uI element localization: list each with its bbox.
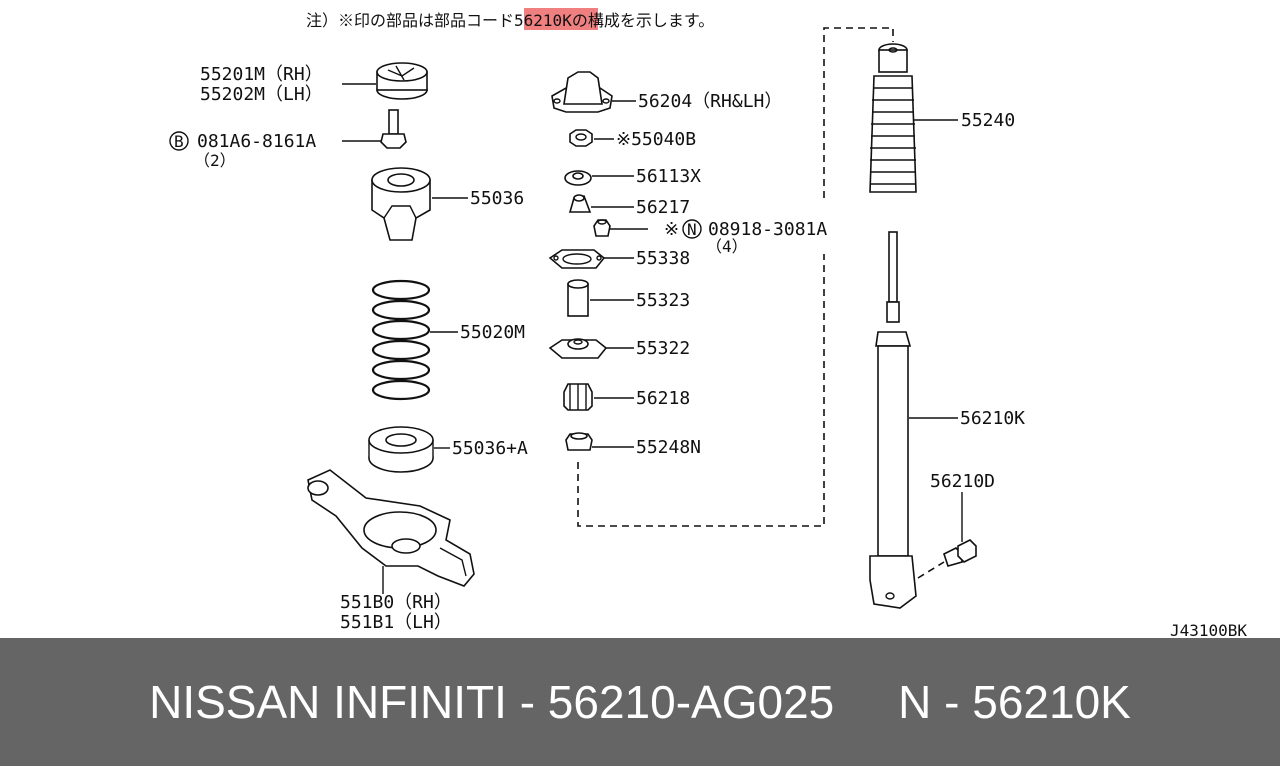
label-551b0: 551B0（RH） [340, 592, 452, 613]
label-56217: 56217 [636, 197, 690, 218]
note-text: 注）※印の部品は部品コード56210Kの構成を示します。 [306, 11, 714, 30]
dust-boot-part [869, 43, 917, 193]
label-55322: 55322 [636, 338, 690, 359]
bushing-56217-part [568, 194, 592, 213]
parts-diagram: 注）※印の部品は部品コード56210Kの構成を示します。 55201M（RH） … [169, 8, 1247, 640]
washer-56113x-part [564, 170, 592, 186]
lower-link-part [307, 469, 475, 587]
bolt-part [380, 109, 407, 149]
footer-part-number: NISSAN INFINITI - 56210-AG025 N - 56210K [149, 676, 1131, 728]
spring-seat-upper-part [371, 167, 431, 241]
note-highlight [524, 8, 598, 30]
bumper-55248n-part [565, 432, 593, 451]
label-55020m: 55020M [460, 322, 525, 343]
upper-mount-part [376, 62, 428, 100]
label-55248n: 55248N [636, 437, 701, 458]
label-55202m: 55202M（LH） [200, 84, 323, 105]
mount-plate-55322-part [548, 338, 608, 359]
nut-55040b-part [569, 129, 593, 147]
nut-08918-part [593, 219, 611, 237]
label-55036: 55036 [470, 188, 524, 209]
coil-spring-part [371, 279, 431, 401]
strut-mount-part [551, 71, 613, 113]
label-55323: 55323 [636, 290, 690, 311]
bushing-56218-part [563, 383, 593, 411]
kit-bracket-lower [577, 254, 825, 527]
label-55338: 55338 [636, 248, 690, 269]
gasket-55338-part [548, 249, 606, 269]
label-081a6: 081A6-8161A [197, 131, 316, 152]
label-55240: 55240 [961, 110, 1015, 131]
n-circle-icon [682, 219, 702, 239]
label-551b1: 551B1（LH） [340, 612, 452, 633]
footer-bar: NISSAN INFINITI - 56210-AG025 N - 56210K [0, 638, 1280, 766]
label-56113x: 56113X [636, 166, 701, 187]
label-081a6-qty: （2） [194, 151, 236, 170]
label-08918-prefix: N [687, 220, 697, 239]
label-56210k: 56210K [960, 408, 1025, 429]
sleeve-55323-part [567, 279, 589, 317]
label-56204: 56204（RH&LH） [638, 91, 782, 112]
b-circle-icon [169, 131, 189, 151]
kit-bracket-upper [823, 27, 894, 198]
spring-seat-lower-part [368, 426, 434, 473]
label-56210d: 56210D [930, 471, 995, 492]
label-081a6-prefix: B [174, 132, 184, 151]
label-56218: 56218 [636, 388, 690, 409]
label-08918-mark: ※ [664, 219, 679, 240]
label-08918-qty: （4） [706, 237, 748, 256]
bolt-56210d-part [917, 539, 977, 579]
diagram-code: J43100BK [1170, 621, 1247, 640]
label-55040b: ※55040B [616, 129, 696, 150]
shock-absorber-part [869, 231, 917, 609]
label-08918: 08918-3081A [708, 219, 827, 240]
label-55201m: 55201M（RH） [200, 64, 323, 85]
label-55036a: 55036+A [452, 438, 528, 459]
